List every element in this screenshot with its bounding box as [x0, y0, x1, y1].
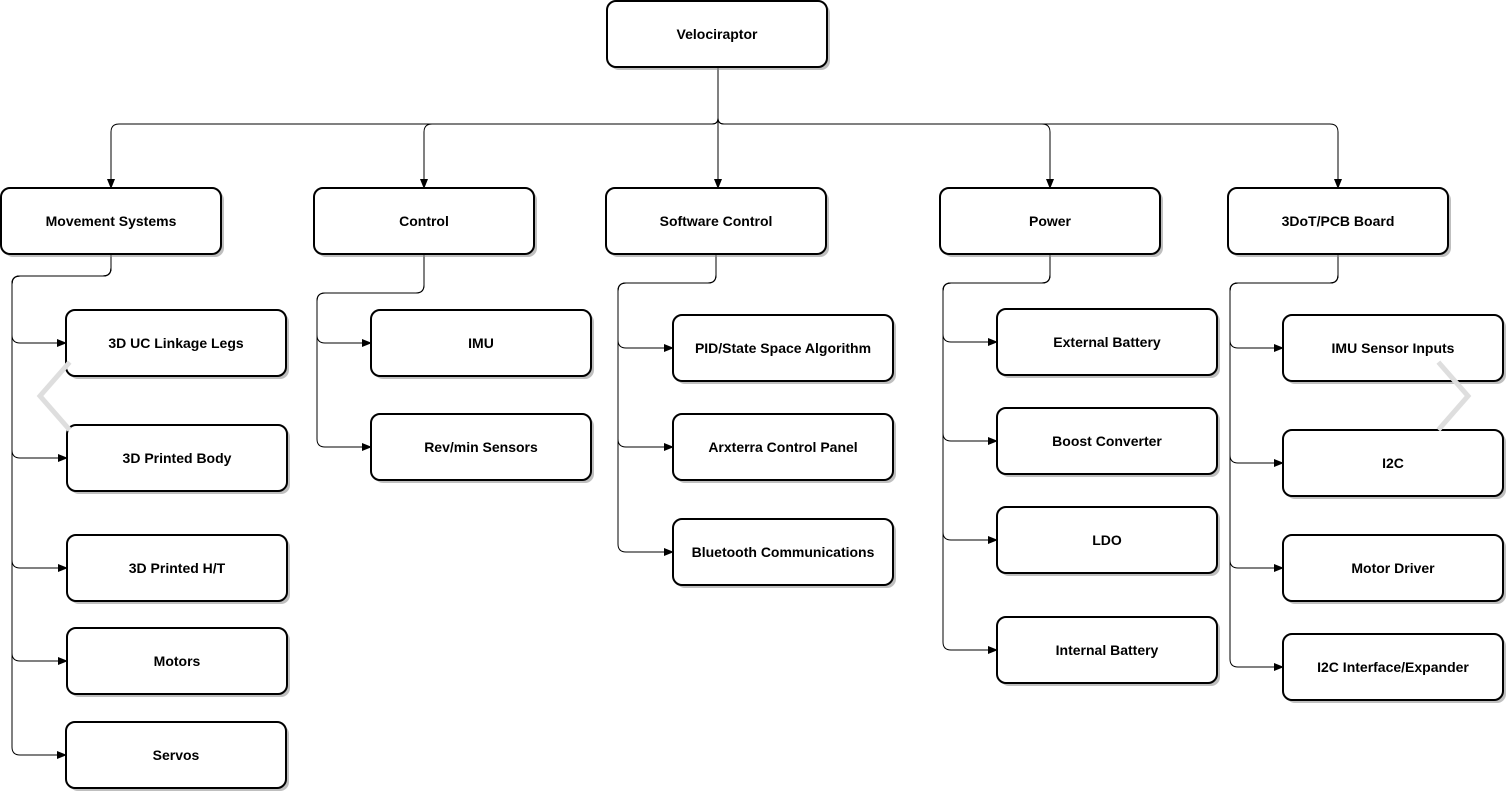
node-software-control: Software Control [605, 187, 829, 257]
node-box [996, 506, 1218, 574]
node-box [313, 187, 535, 255]
node-bluetooth-communications: Bluetooth Communications [672, 518, 896, 588]
node-box [672, 413, 894, 481]
connectors-layer [11, 67, 1342, 759]
carousel-prev-button[interactable] [32, 358, 76, 434]
node-3d-printed-body: 3D Printed Body [66, 424, 290, 494]
node-box [0, 187, 222, 255]
node-label: 3DoT/PCB Board [1282, 213, 1395, 229]
node-box [1227, 187, 1449, 255]
node-imu-sensor-inputs: IMU Sensor Inputs [1282, 314, 1506, 384]
connector-control-to-rev-min-sensors [316, 254, 425, 451]
node-box [65, 309, 287, 377]
node-box [605, 187, 827, 255]
node-pid-state-space-algorithm: PID/State Space Algorithm [672, 314, 896, 384]
node-rev-min-sensors: Rev/min Sensors [370, 413, 594, 483]
node-label: 3D UC Linkage Legs [108, 335, 244, 351]
chevron-left-icon [36, 360, 72, 432]
node-box [606, 0, 828, 68]
node-label: IMU [468, 335, 494, 351]
connector-root-to-movement-systems [107, 67, 719, 189]
node-motor-driver: Motor Driver [1282, 534, 1506, 604]
node-box [672, 314, 894, 382]
node-box [1282, 429, 1504, 497]
node-label: Internal Battery [1056, 642, 1159, 658]
node-label: External Battery [1053, 334, 1161, 350]
node-label: Boost Converter [1052, 433, 1162, 449]
node-label: IMU Sensor Inputs [1332, 340, 1455, 356]
node-3d-uc-linkage-legs: 3D UC Linkage Legs [65, 309, 289, 379]
connector-root-to-control [420, 67, 719, 189]
node-box [66, 534, 288, 602]
node-box [1282, 633, 1504, 701]
node-label: Software Control [660, 213, 773, 229]
connector-root-to-power [717, 67, 1054, 189]
node-box [370, 309, 592, 377]
node-ldo: LDO [996, 506, 1220, 576]
node-box [996, 407, 1218, 475]
node-label: 3D Printed Body [123, 450, 232, 466]
node-label: PID/State Space Algorithm [695, 340, 871, 356]
node-box [65, 721, 287, 789]
connector-root-to-3dot-pcb-board [717, 67, 1342, 189]
node-i2c: I2C [1282, 429, 1506, 499]
node-label: LDO [1092, 532, 1122, 548]
node-label: Motor Driver [1351, 560, 1435, 576]
node-boost-converter: Boost Converter [996, 407, 1220, 477]
node-box [996, 616, 1218, 684]
node-box [1282, 314, 1504, 382]
node-label: Power [1029, 213, 1072, 229]
node-servos: Servos [65, 721, 289, 791]
chevron-right-icon [1436, 360, 1472, 432]
connector-3dot-pcb-board-to-motor-driver [1229, 254, 1339, 572]
carousel-next-button[interactable] [1432, 358, 1476, 434]
node-label: Rev/min Sensors [424, 439, 538, 455]
node-label: Movement Systems [46, 213, 177, 229]
node-3dot-pcb-board: 3DoT/PCB Board [1227, 187, 1451, 257]
node-imu: IMU [370, 309, 594, 379]
node-box [1282, 534, 1504, 602]
node-box [672, 518, 894, 586]
node-motors: Motors [66, 627, 290, 697]
connector-3dot-pcb-board-to-i2c-interface-expander [1229, 254, 1339, 671]
node-label: Motors [154, 653, 201, 669]
node-label: Arxterra Control Panel [708, 439, 857, 455]
node-i2c-interface-expander: I2C Interface/Expander [1282, 633, 1506, 703]
node-label: Servos [153, 747, 200, 763]
node-box [939, 187, 1161, 255]
node-label: I2C Interface/Expander [1317, 659, 1469, 675]
connector-movement-systems-to-servos [11, 254, 112, 759]
connector-power-to-ldo [942, 254, 1051, 544]
node-power: Power [939, 187, 1163, 257]
connector-software-control-to-bluetooth-communications [617, 254, 717, 556]
node-label: Velociraptor [677, 26, 758, 42]
node-control: Control [313, 187, 537, 257]
node-internal-battery: Internal Battery [996, 616, 1220, 686]
node-label: 3D Printed H/T [129, 560, 226, 576]
node-box [66, 627, 288, 695]
connector-power-to-internal-battery [942, 254, 1051, 654]
node-box [996, 308, 1218, 376]
node-3d-printed-ht: 3D Printed H/T [66, 534, 290, 604]
node-arxterra-control-panel: Arxterra Control Panel [672, 413, 896, 483]
node-velociraptor: Velociraptor [606, 0, 830, 70]
node-label: I2C [1382, 455, 1404, 471]
node-movement-systems: Movement Systems [0, 187, 224, 257]
node-external-battery: External Battery [996, 308, 1220, 378]
node-box [66, 424, 288, 492]
node-label: Control [399, 213, 449, 229]
node-label: Bluetooth Communications [692, 544, 875, 560]
node-box [370, 413, 592, 481]
